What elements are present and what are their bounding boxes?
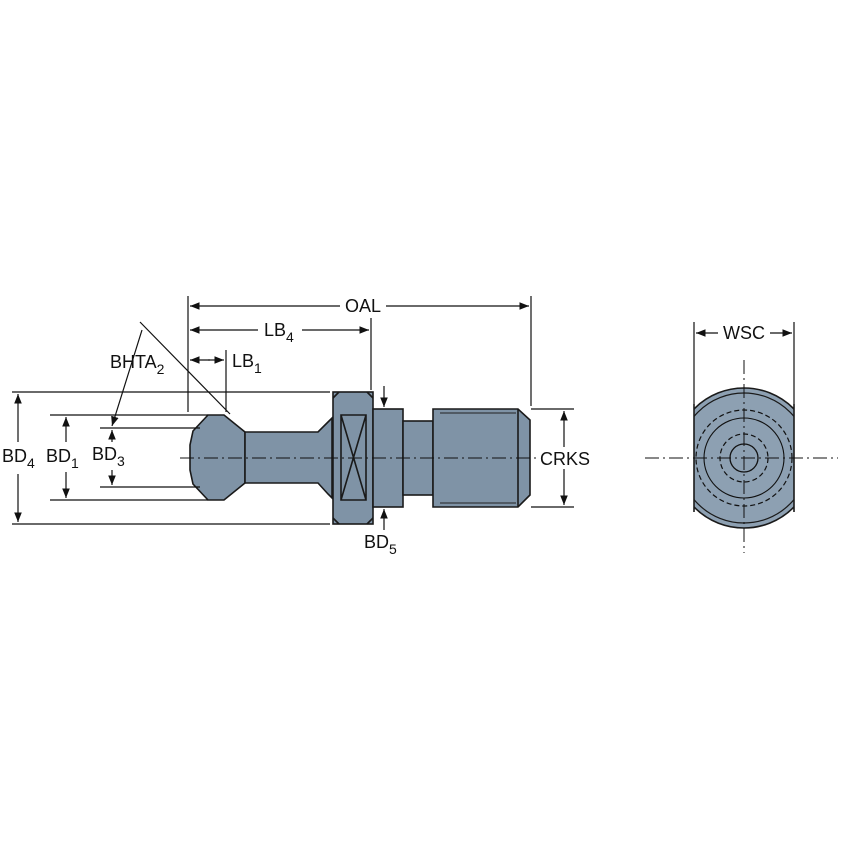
bd3-label: BD3: [92, 444, 125, 469]
pull-stud-end-view: [645, 360, 838, 553]
pull-stud-side-view: [180, 391, 545, 525]
bd1-label: BD1: [46, 446, 79, 471]
bhta2-leader: [111, 329, 143, 427]
side-view-dimensions: OAL LB4 LB1 BHTA2 BD4 BD1 BD3: [0, 292, 596, 557]
lb4-label: LB4: [264, 320, 294, 345]
oal-label: OAL: [345, 296, 381, 316]
lb1-label: LB1: [232, 351, 262, 376]
bd5-label: BD5: [364, 532, 397, 557]
bhta2-angle-line: [139, 321, 231, 415]
flange-chamfers: [332, 391, 374, 525]
bhta2-label: BHTA2: [110, 352, 165, 377]
crks-label: CRKS: [540, 449, 590, 469]
end-view-dimensions: WSC: [693, 322, 795, 404]
bd4-label: BD4: [2, 446, 35, 471]
wsc-label: WSC: [723, 323, 765, 343]
